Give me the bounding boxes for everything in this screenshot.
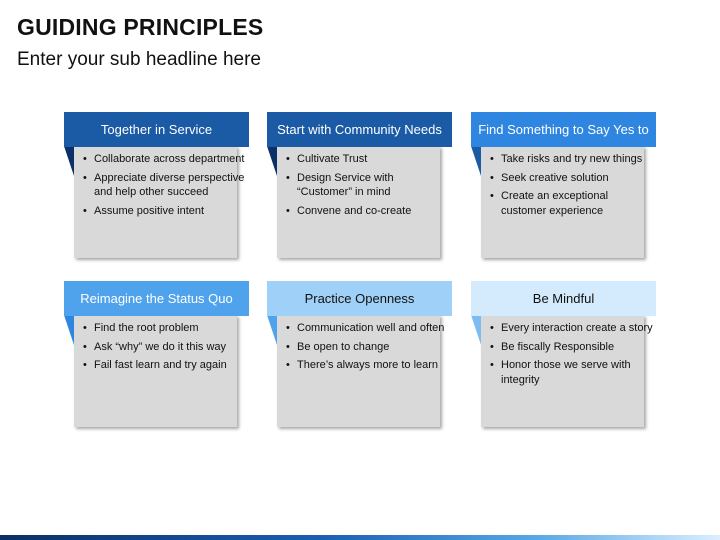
bullet-item: Take risks and try new things	[490, 152, 653, 167]
card-bullet-list: Cultivate Trust Design Service with “Cus…	[277, 152, 449, 222]
card-header: Start with Community Needs	[267, 112, 452, 147]
bullet-item: Create an exceptional customer experienc…	[490, 189, 653, 218]
bullet-item: Find the root problem	[83, 321, 246, 336]
page-title: GUIDING PRINCIPLES	[17, 14, 264, 40]
card-fold-triangle	[64, 315, 74, 345]
bullet-item: Assume positive intent	[83, 204, 246, 219]
bullet-item: Every interaction create a story	[490, 321, 653, 336]
bullet-item: Cultivate Trust	[286, 152, 449, 167]
bullet-item: Be fiscally Responsible	[490, 340, 653, 355]
principle-card-start-with-community-needs: Start with Community Needs Cultivate Tru…	[267, 112, 453, 262]
bullet-item: Honor those we serve with integrity	[490, 358, 653, 387]
card-bullet-list: Find the root problem Ask “why” we do it…	[74, 321, 246, 377]
card-header: Together in Service	[64, 112, 249, 147]
page-subtitle: Enter your sub headline here	[17, 49, 261, 70]
card-bullet-list: Collaborate across department Appreciate…	[74, 152, 246, 222]
card-fold-triangle	[267, 146, 277, 176]
bullet-item: Collaborate across department	[83, 152, 246, 167]
principle-card-be-mindful: Be Mindful Every interaction create a st…	[471, 281, 657, 431]
card-fold-triangle	[267, 315, 277, 345]
principle-card-practice-openness: Practice Openness Communication well and…	[267, 281, 453, 431]
card-fold-triangle	[64, 146, 74, 176]
card-fold-triangle	[471, 146, 481, 176]
bullet-item: There’s always more to learn	[286, 358, 449, 373]
bullet-item: Ask “why” we do it this way	[83, 340, 246, 355]
bullet-item: Convene and co-create	[286, 204, 449, 219]
bullet-item: Communication well and often	[286, 321, 449, 336]
card-bullet-list: Every interaction create a story Be fisc…	[481, 321, 653, 391]
card-header: Reimagine the Status Quo	[64, 281, 249, 316]
bullet-item: Appreciate diverse perspective and help …	[83, 171, 246, 200]
bullet-item: Be open to change	[286, 340, 449, 355]
principle-card-find-something-to-say-yes-to: Find Something to Say Yes to Take risks …	[471, 112, 657, 262]
card-fold-triangle	[471, 315, 481, 345]
card-header: Practice Openness	[267, 281, 452, 316]
card-bullet-list: Take risks and try new things Seek creat…	[481, 152, 653, 222]
card-bullet-list: Communication well and often Be open to …	[277, 321, 449, 377]
principle-card-together-in-service: Together in Service Collaborate across d…	[64, 112, 250, 262]
bullet-item: Fail fast learn and try again	[83, 358, 246, 373]
principle-card-reimagine-the-status-quo: Reimagine the Status Quo Find the root p…	[64, 281, 250, 431]
card-header: Be Mindful	[471, 281, 656, 316]
footer-gradient-bar	[0, 535, 720, 540]
bullet-item: Design Service with “Customer” in mind	[286, 171, 449, 200]
card-header: Find Something to Say Yes to	[471, 112, 656, 147]
bullet-item: Seek creative solution	[490, 171, 653, 186]
